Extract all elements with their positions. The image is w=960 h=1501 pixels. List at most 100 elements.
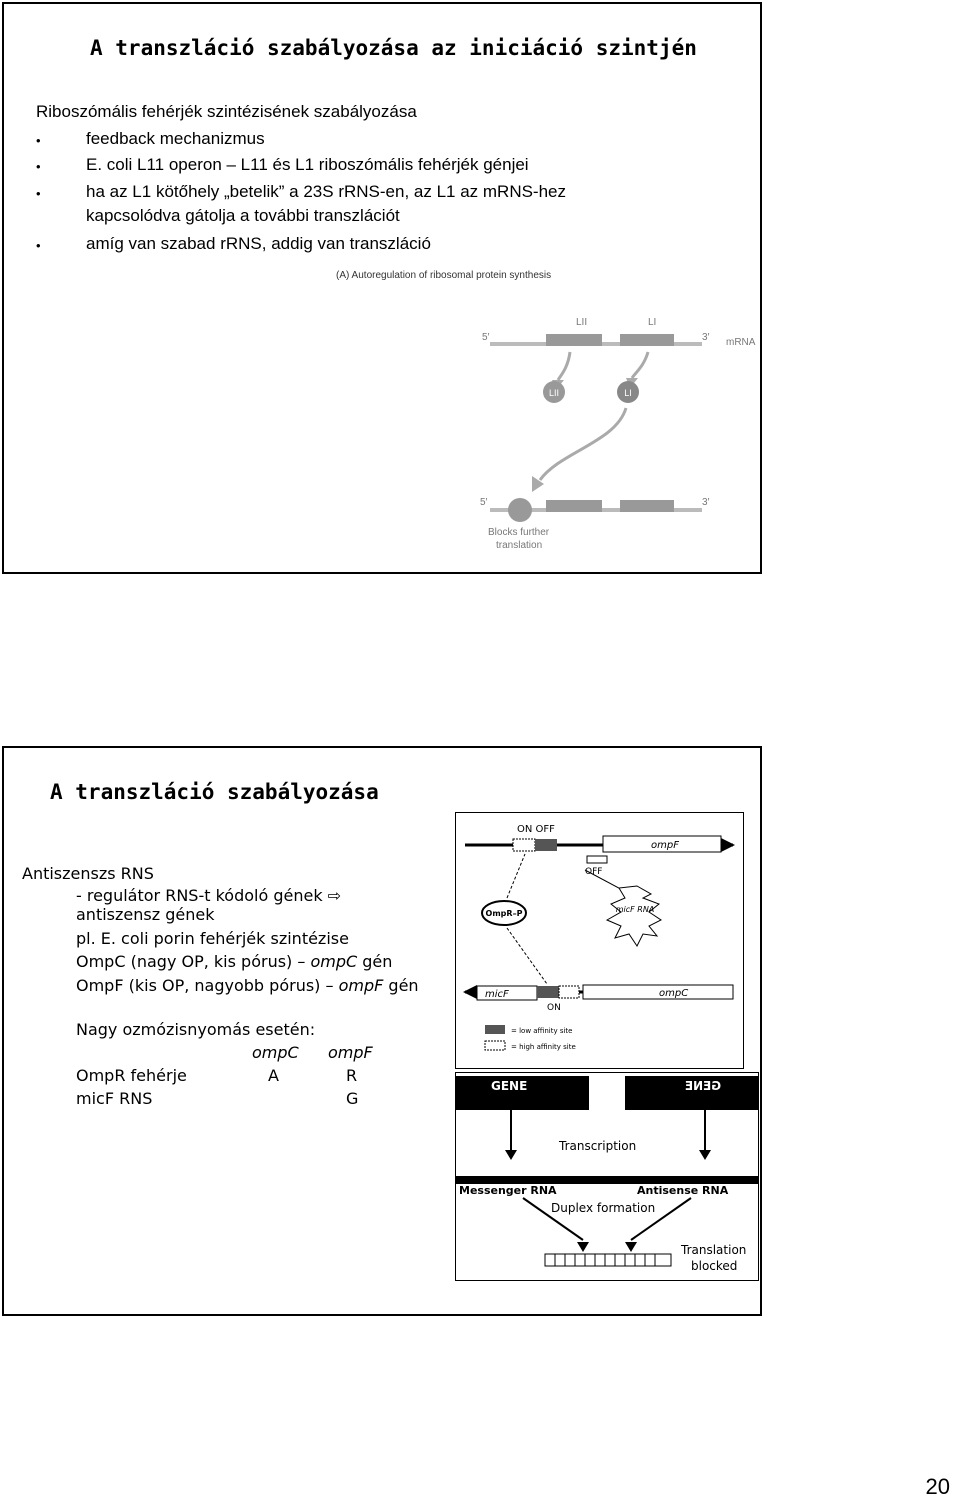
ompf-line-text: OmpF (kis OP, nagyobb pórus) – [76,976,334,995]
slide-1 [2,2,762,574]
translation-arrow [556,351,572,381]
translation-blocked-label-2: blocked [691,1259,737,1273]
duplex-arrow [630,1197,692,1241]
table-head-ompc: ompC [252,1043,299,1062]
messenger-rna-label: Messenger RNA [459,1184,557,1197]
duplex-label: Duplex formation [551,1201,655,1215]
table-cell: A [268,1066,279,1085]
table-head-ompf: ompF [328,1043,373,1062]
low-affinity-site [535,839,557,851]
slide2-title: A transzláció szabályozása [50,780,379,804]
slide1-intro: Riboszómális fehérjék szintézisének szab… [36,102,417,121]
figure-caption: (A) Autoregulation of ribosomal protein … [336,270,551,281]
blocked-label-1: Blocks further [488,527,550,538]
autoregulation-figure: (A) Autoregulation of ribosomal protein … [336,270,756,551]
ompc-gene: ompC [310,952,358,971]
transcription-label: Transcription [558,1139,636,1153]
slide2-line-1: - regulátor RNS-t kódoló gének ⇨ [76,886,342,905]
high-affinity-site [558,985,580,999]
three-prime-label: 3′ [702,332,710,343]
bullet-3-cont: kapcsolódva gátolja a további transzláci… [86,206,400,225]
protein-l1-label: LI [624,388,632,398]
mrna-label: mRNA [726,337,756,348]
ompf-ompc-regulation-figure: ON OFF ompF OFF micF RNA OmpR–P micF omp… [455,812,744,1069]
ompf-gene: ompF [338,976,384,995]
ompf-direction-arrow [721,838,735,852]
table-cell: G [346,1089,359,1108]
gene-l1-box [620,500,674,512]
micf-rna-burst [605,885,662,947]
blocked-label-2: translation [496,540,542,551]
legend-low-label: = low affinity site [511,1027,572,1035]
five-prime-label: 5′ [480,497,488,508]
table-row-label: micF RNS [76,1089,153,1108]
ompc-gene-suffix: gén [362,952,393,971]
gene-l1-box [620,334,674,346]
legend-low-swatch [485,1025,505,1034]
slide2-line-2: antiszensz gének [76,905,215,924]
micf-rna-label: micF RNA [616,905,655,914]
bullet-dot: • [36,159,41,174]
feedback-arrow [538,407,628,481]
five-prime-label: 5′ [482,332,490,343]
gene-bar-right [625,1076,759,1110]
on-off-label: ON OFF [517,824,555,835]
ompr-p-label: OmpR–P [486,909,523,918]
antisense-rna-label: Antisense RNA [637,1184,729,1197]
gene-l11-label: LII [576,317,587,328]
high-affinity-site [512,838,536,852]
ompc-line-text: OmpC (nagy OP, kis pórus) – [76,952,306,971]
on-label: ON [547,1003,561,1013]
gene-mirror-label: GENE [685,1079,721,1093]
ompc-line: OmpC (nagy OP, kis pórus) – ompC gén [76,952,392,971]
slide1-title: A transzláció szabályozása az iniciáció … [90,36,697,60]
page-number: 20 [925,1474,950,1499]
bound-l1-protein [508,498,532,522]
legend-high-swatch [484,1040,506,1051]
micf-direction-arrow [463,985,477,999]
gene-l11-box [546,500,602,512]
gene-label: GENE [491,1079,527,1093]
ompr-binding-link [506,927,548,985]
ompf-gene-suffix: gén [388,976,419,995]
arrowhead [577,1242,589,1252]
duplex-ladder [544,1253,672,1267]
ompr-p-protein [481,900,527,926]
gene-bar-left [455,1076,589,1110]
bullet-3: ha az L1 kötőhely „betelik” a 23S rRNS-e… [86,182,567,201]
gene-l1-label: LI [648,317,656,328]
osmo-title: Nagy ozmózisnyomás esetén: [76,1020,316,1039]
protein-l11-label: LII [549,388,559,398]
arrowhead [505,1150,517,1160]
table-cell: R [346,1066,358,1085]
three-prime-label: 3′ [702,497,710,508]
bullet-dot: • [36,133,41,148]
antisense-rna-figure: GENE GENE Transcription Messenger RNA An… [455,1072,759,1281]
arrowhead [699,1150,711,1160]
bullet-dot: • [36,238,41,253]
slide2-line-3: pl. E. coli porin fehérjék szintézise [76,929,349,948]
rna-strand-band [455,1176,759,1184]
arrowhead [625,1242,637,1252]
gene-l11-box [546,334,602,346]
duplex-arrow [522,1197,584,1241]
ompc-label: ompC [659,988,688,999]
ompc-gene-box [582,984,734,1000]
translation-arrow [630,351,650,379]
micf-label: micF [485,989,509,1000]
bullet-2: E. coli L11 operon – L11 és L1 riboszómá… [86,155,529,174]
translation-blocked-label-1: Translation [680,1243,746,1257]
protein-l11 [543,381,565,403]
bullet-4: amíg van szabad rRNS, addig van transzlá… [86,234,431,253]
protein-l1 [617,381,639,403]
table-row-label: OmpR fehérje [76,1066,187,1085]
off-site [586,855,608,864]
bullet-dot: • [36,186,41,201]
antisense-heading: Antiszenszs RNS [22,864,154,883]
low-affinity-site [537,986,559,998]
bullet-1: feedback mechanizmus [86,129,265,148]
legend-high-label: = high affinity site [511,1043,576,1051]
ompf-line: OmpF (kis OP, nagyobb pórus) – ompF gén [76,976,419,995]
off-label: OFF [585,867,602,877]
arrowhead [532,476,544,492]
